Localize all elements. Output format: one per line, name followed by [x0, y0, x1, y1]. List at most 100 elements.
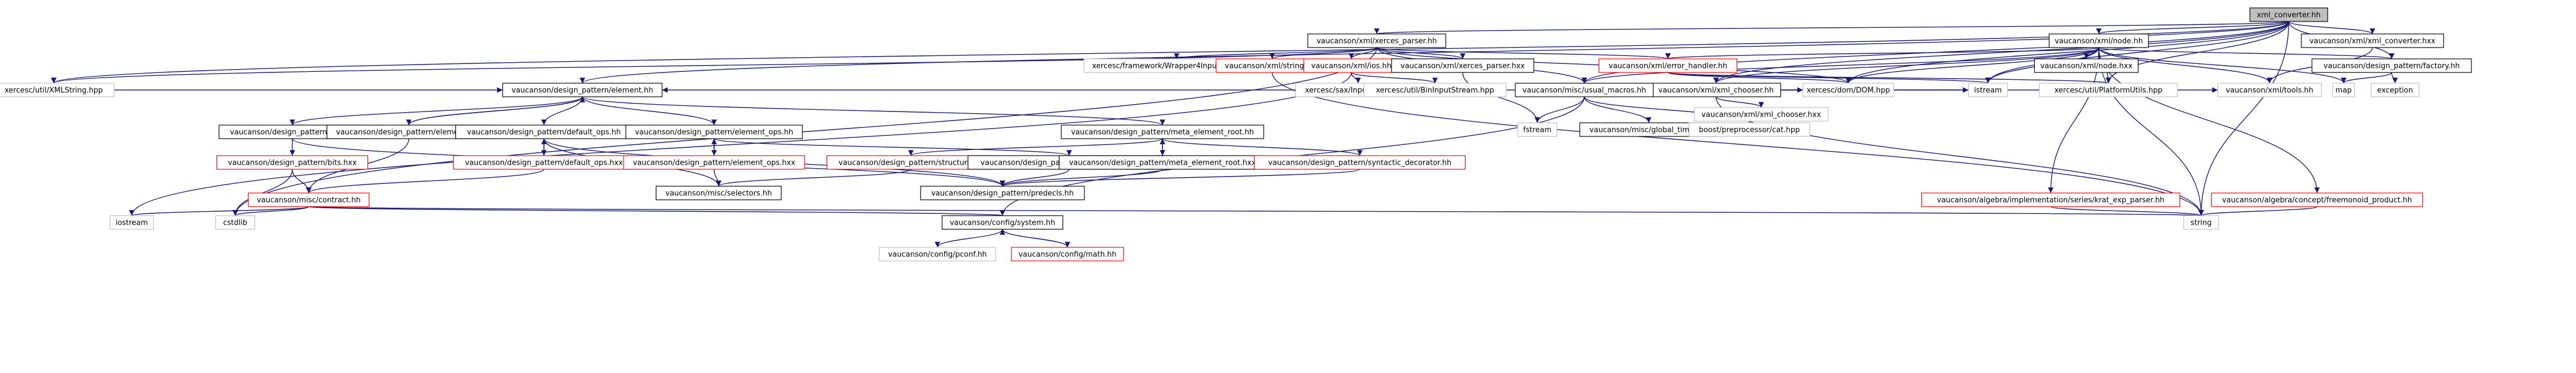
graph-node-cstdlib: cstdlib [215, 215, 256, 230]
node-label: vaucanson/design_pattern/element.hh [512, 87, 654, 95]
graph-node-freemonoid-product[interactable]: vaucanson/algebra/concept/freemonoid_pro… [2211, 192, 2423, 207]
include-edge [1667, 72, 1851, 84]
node-label: vaucanson/xml/error_handler.hh [1609, 62, 1727, 71]
node-box [1391, 58, 1535, 73]
graph-node-math-hh[interactable]: vaucanson/config/math.hh [1011, 247, 1124, 261]
graph-node-xerces-parser[interactable]: vaucanson/xml/xerces_parser.hh [1307, 33, 1446, 48]
include-edge [1376, 47, 1466, 59]
graph-node-istream: istream [1968, 83, 2008, 97]
include-edge [2098, 47, 2395, 59]
graph-node-fstream: fstream [1517, 122, 1558, 137]
node-label: vaucanson/xml/node.hh [2055, 37, 2143, 46]
graph-node-usual-macros[interactable]: vaucanson/misc/usual_macros.hh [1515, 83, 1654, 97]
node-label: exception [2377, 87, 2413, 95]
node-label: string [2190, 219, 2211, 228]
graph-node-xml-converter-hxx[interactable]: vaucanson/xml/xml_converter.hxx [2301, 33, 2444, 48]
graph-node-default-ops-hxx[interactable]: vaucanson/design_pattern/default_ops.hxx [453, 155, 635, 170]
include-edge [1845, 47, 2099, 84]
node-box [1061, 125, 1264, 139]
node-box [2311, 58, 2472, 73]
node-label: vaucanson/xml/xerces_parser.hxx [1401, 62, 1525, 71]
node-box [625, 125, 803, 139]
include-edge [308, 206, 2202, 216]
graph-node-krat-exp-parser[interactable]: vaucanson/algebra/implementation/series/… [1921, 192, 2181, 207]
node-box [1058, 155, 1267, 170]
include-edge [1375, 21, 2289, 35]
graph-node-xml-chooser-hh[interactable]: vaucanson/xml/xml_chooser.hh [1651, 83, 1782, 97]
graph-node-contract-hh[interactable]: vaucanson/misc/contract.hh [248, 192, 370, 207]
include-edge [2050, 206, 2204, 216]
include-edge [1272, 72, 2204, 216]
node-box [1011, 247, 1124, 261]
node-box [2301, 33, 2444, 48]
include-edge [232, 206, 309, 216]
node-label: vaucanson/xml/tools.hh [2226, 87, 2314, 95]
node-label: vaucanson/design_pattern/meta_element_ro… [1071, 128, 1254, 137]
include-edge [1000, 229, 1068, 248]
graph-node-root[interactable]: xml_converter.hh [2249, 7, 2328, 22]
graph-node-element-hh[interactable]: vaucanson/design_pattern/element.hh [502, 83, 663, 97]
node-box [1363, 83, 1507, 97]
graph-node-meta-element-root-hh[interactable]: vaucanson/design_pattern/meta_element_ro… [1061, 125, 1264, 139]
node-box [623, 155, 805, 170]
node-label: vaucanson/design_pattern/syntactic_decor… [1268, 159, 1451, 168]
include-edge [1535, 96, 1585, 123]
node-box [2048, 33, 2149, 48]
include-edge [51, 47, 1377, 84]
include-edge [2391, 72, 2398, 84]
node-label: vaucanson/design_pattern/predecls.hh [931, 190, 1074, 198]
include-edge [1715, 96, 1764, 108]
node-label: vaucanson/xml/xerces_parser.hh [1317, 37, 1437, 46]
include-edge [1581, 47, 2099, 84]
node-box [879, 247, 996, 261]
node-label: vaucanson/config/pconf.hh [888, 251, 987, 259]
graph-node-selectors-hh[interactable]: vaucanson/misc/selectors.hh [655, 186, 782, 200]
include-edge [580, 21, 2289, 84]
graph-node-node-hh[interactable]: vaucanson/xml/node.hh [2048, 33, 2149, 48]
graph-node-syntactic-decorator[interactable]: vaucanson/design_pattern/syntactic_decor… [1254, 155, 1466, 170]
node-box [2183, 215, 2219, 230]
include-edge [1376, 47, 1671, 59]
node-label: vaucanson/misc/global_timer.hh [1589, 126, 1708, 135]
node-label: cstdlib [223, 219, 248, 228]
graph-node-pconf-hh: vaucanson/config/pconf.hh [879, 247, 996, 261]
include-edge [2096, 21, 2289, 35]
graph-node-system-hh[interactable]: vaucanson/config/system.hh [941, 215, 1064, 230]
include-edge [1985, 21, 2289, 84]
include-edge [2341, 72, 2392, 84]
node-box [1303, 58, 1399, 73]
graph-node-bin-input: xercesc/util/BinInputStream.hpp [1363, 83, 1507, 97]
graph-node-ios-hh[interactable]: vaucanson/xml/ios.hh [1303, 58, 1399, 73]
graph-node-bits-hxx[interactable]: vaucanson/design_pattern/bits.hxx [217, 155, 368, 170]
graph-node-element-ops-hxx[interactable]: vaucanson/design_pattern/element_ops.hxx [623, 155, 805, 170]
node-box [1254, 155, 1466, 170]
include-edge [2098, 47, 2204, 216]
graph-node-tools-hh: vaucanson/xml/tools.hh [2217, 83, 2322, 97]
graph-node-error-handler[interactable]: vaucanson/xml/error_handler.hh [1598, 58, 1737, 73]
node-label: vaucanson/misc/usual_macros.hh [1523, 87, 1646, 95]
include-edge [1162, 138, 1363, 156]
node-box [920, 186, 1085, 200]
graph-node-xerces-parser-hxx[interactable]: vaucanson/xml/xerces_parser.hxx [1391, 58, 1535, 73]
graph-node-predecls-hh[interactable]: vaucanson/design_pattern/predecls.hh [920, 186, 1085, 200]
graph-node-xmlstring: xercesc/util/XMLString.hpp [0, 83, 115, 97]
graph-node-factory-hh[interactable]: vaucanson/design_pattern/factory.hh [2311, 58, 2472, 73]
node-label: vaucanson/xml/xml_converter.hxx [2310, 37, 2436, 46]
node-box [2371, 83, 2419, 97]
node-box [1598, 58, 1737, 73]
graph-node-default-ops-hh[interactable]: vaucanson/design_pattern/default_ops.hh [455, 125, 633, 139]
graph-node-element-ops-hh[interactable]: vaucanson/design_pattern/element_ops.hh [625, 125, 803, 139]
graph-node-structure-hh[interactable]: vaucanson/design_pattern/structure.hh [826, 155, 996, 170]
graph-node-node-hxx[interactable]: vaucanson/xml/node.hxx [2034, 58, 2139, 73]
node-label: vaucanson/xml/node.hxx [2040, 62, 2132, 71]
include-edge [716, 169, 911, 187]
node-box [941, 215, 1064, 230]
node-label: vaucanson/design_pattern/element.hxx [336, 128, 482, 137]
node-box [2249, 7, 2328, 22]
include-edge [1665, 47, 2099, 59]
include-edge [908, 138, 1163, 156]
include-edge [1348, 47, 1377, 59]
include-edge [2198, 21, 2289, 216]
graph-node-meta-element-root-hxx[interactable]: vaucanson/design_pattern/meta_element_ro… [1058, 155, 1267, 170]
node-box [217, 155, 368, 170]
